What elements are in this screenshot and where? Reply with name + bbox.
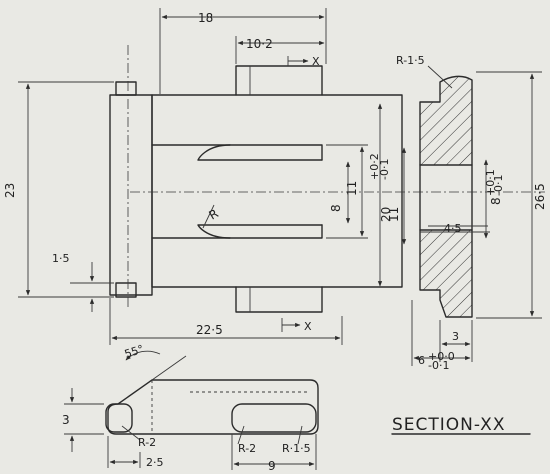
detail-outline (107, 379, 319, 435)
front-dimensions: 18 10·2 X 23 1·5 22·5 X 11 8 (3, 8, 368, 345)
dim-20-tol-lower: -0·1 (378, 159, 391, 180)
bore-bottom (151, 224, 323, 239)
section-mark-top: X (312, 55, 320, 68)
dim-9: 9 (268, 459, 276, 473)
dim-20-tol-upper: +0·2 (368, 153, 381, 180)
bottom-boss (235, 286, 323, 313)
dim-18: 18 (198, 11, 213, 25)
dim-55-deg: 55° (123, 342, 146, 360)
section-caption: SECTION-XX (392, 415, 505, 435)
dim-radius-r: R (207, 206, 221, 222)
detail-slot (231, 403, 317, 433)
dim-26-5: 26·5 (533, 183, 547, 210)
dim-23: 23 (3, 183, 17, 198)
dim-11-body: 11 (345, 181, 359, 196)
detail-dimensions: 55° 3 R-2 2·5 R-2 R·1·5 9 (62, 342, 317, 473)
dim-6-section: 6 (418, 354, 425, 367)
dim-20: 20 (379, 207, 393, 222)
flange-bottom-lip (115, 282, 137, 298)
bore-top (151, 144, 323, 161)
dim-8-tol-lower: -0·1 (492, 175, 505, 196)
dim-6-tol-upper: +0·0 (428, 350, 455, 363)
dim-3-detail: 3 (62, 413, 70, 427)
dim-r-1-5-section: R-1·5 (396, 54, 425, 67)
main-body (151, 94, 403, 288)
dim-2-5: 2·5 (146, 456, 164, 469)
left-flange (109, 94, 153, 296)
dim-r-2-left: R-2 (138, 436, 156, 449)
dim-8-section: 8 (489, 197, 503, 205)
dim-1-5: 1·5 (52, 252, 70, 265)
top-boss (235, 65, 323, 96)
section-xx (395, 75, 545, 318)
section-upper-hatch (419, 75, 473, 166)
dim-r-2-slot: R-2 (238, 442, 256, 455)
flange-top-lip (115, 81, 137, 96)
detail-left-end (105, 403, 133, 433)
section-mark-bottom: X (304, 320, 312, 333)
dim-4-5: 4·5 (444, 222, 462, 235)
dim-22-5: 22·5 (196, 323, 223, 337)
dim-8-tol-upper: +0·1 (484, 169, 497, 196)
dim-10-2: 10·2 (246, 37, 273, 51)
section-dimensions: 20 +0·2 -0·1 11 4·5 8 +0·1 -0·1 26·5 R-1… (368, 54, 547, 372)
dim-11-section: 11 (387, 207, 401, 222)
detail-view (105, 379, 319, 435)
dim-8-body: 8 (329, 204, 343, 212)
dim-6-tol-lower: -0·1 (428, 359, 449, 372)
front-view (109, 45, 403, 313)
dim-3-section: 3 (452, 330, 459, 343)
dim-r-1-5-slot: R·1·5 (282, 442, 311, 455)
section-lower-hatch (419, 229, 473, 318)
